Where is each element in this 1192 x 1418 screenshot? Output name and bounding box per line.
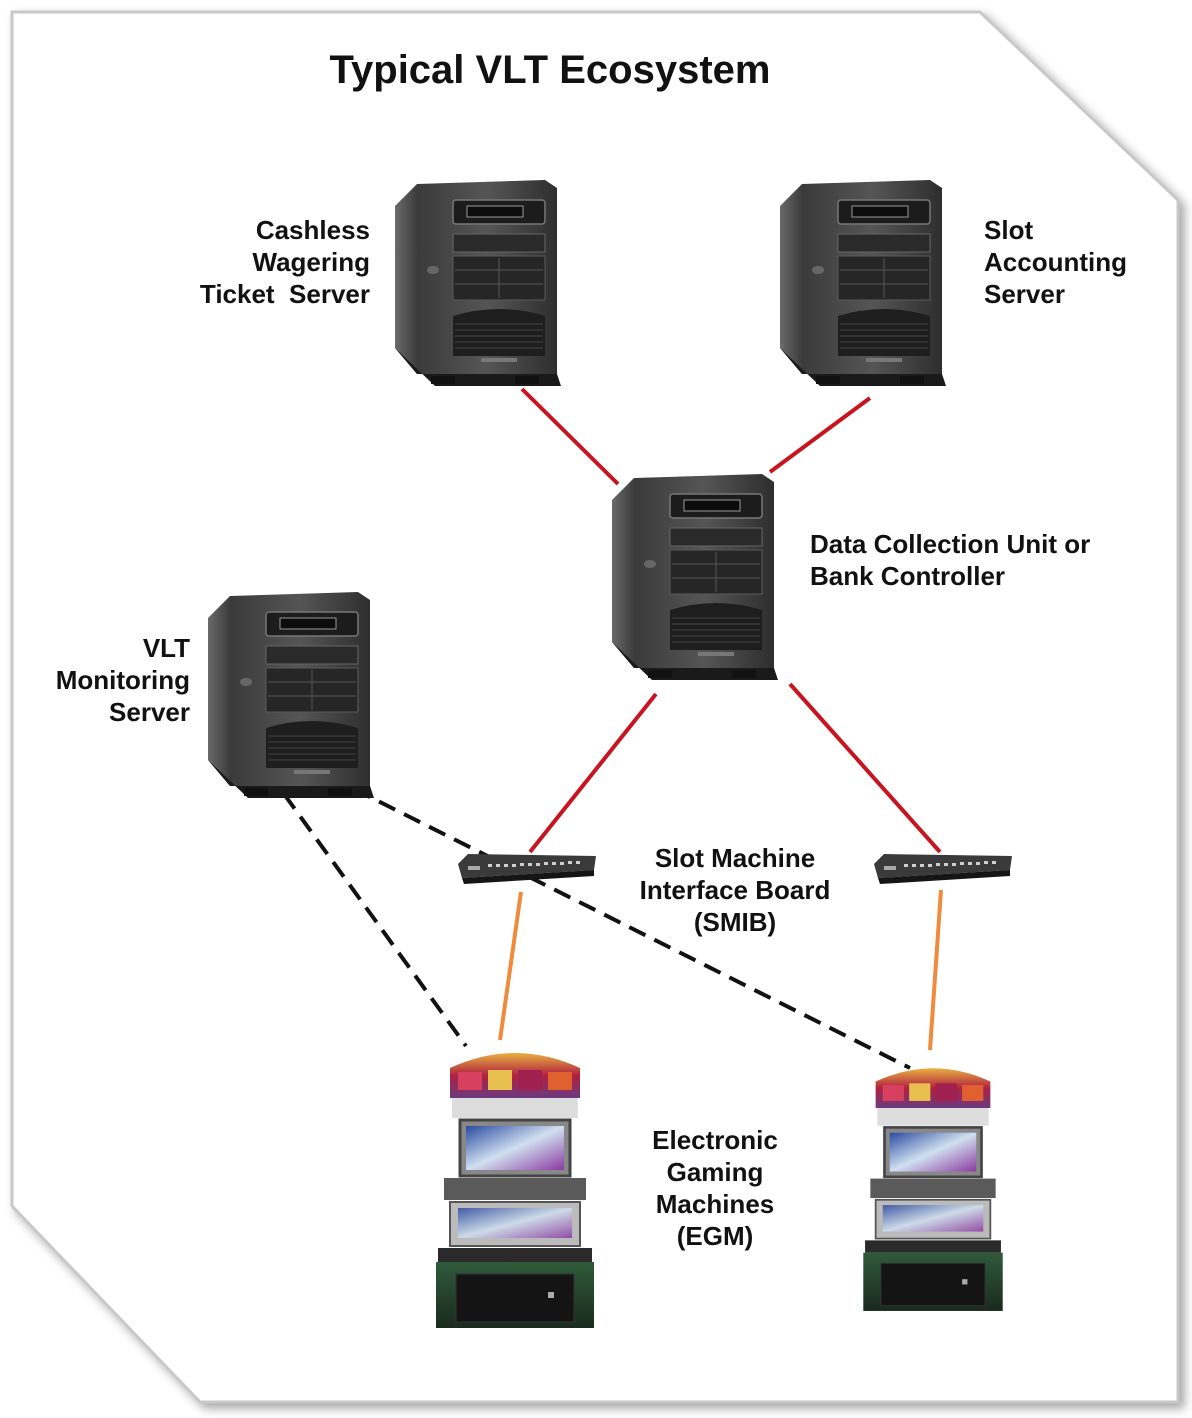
link-dcu-to-smib-right bbox=[788, 682, 942, 854]
label-line: Bank Controller bbox=[810, 561, 1006, 591]
label-line: VLT bbox=[142, 633, 190, 663]
label-line: Wagering bbox=[252, 247, 370, 277]
label-line: Monitoring bbox=[55, 665, 190, 695]
label-line: Electronic bbox=[652, 1125, 778, 1155]
egm-label: Electronic Gaming Machines (EGM) bbox=[620, 1124, 810, 1252]
data-collection-unit-icon bbox=[612, 473, 779, 681]
vlt-monitoring-server-icon bbox=[208, 591, 375, 799]
data-collection-unit-label: Data Collection Unit or Bank Controller bbox=[810, 528, 1090, 592]
link-dcu-to-smib-left bbox=[528, 692, 658, 854]
label-line: Server bbox=[109, 697, 190, 727]
vlt-monitoring-server-label: VLT Monitoring Server bbox=[56, 632, 190, 728]
egm-right-icon bbox=[861, 1066, 1005, 1313]
label-line: (SMIB) bbox=[693, 907, 777, 937]
label-line: Slot Machine bbox=[654, 843, 816, 873]
label-line: Data Collection Unit or bbox=[810, 529, 1091, 559]
label-line: Interface Board bbox=[639, 875, 831, 905]
slot-accounting-server-label: Slot Accounting Server bbox=[984, 214, 1127, 310]
link-monitoring-to-egm-left bbox=[282, 792, 468, 1048]
link-smib-left-to-egm bbox=[498, 891, 523, 1041]
slot-accounting-server-icon bbox=[780, 179, 947, 387]
label-line: Ticket Server bbox=[199, 279, 370, 309]
link-monitoring-to-egm-right bbox=[353, 787, 911, 1070]
label-line: Cashless bbox=[255, 215, 370, 245]
label-line: Slot bbox=[984, 215, 1034, 245]
label-line: Gaming bbox=[666, 1157, 764, 1187]
label-line: Accounting bbox=[984, 247, 1127, 277]
diagram-title: Typical VLT Ecosystem bbox=[329, 48, 771, 92]
cashless-server-icon bbox=[395, 179, 562, 387]
label-line: Server bbox=[984, 279, 1065, 309]
smib-label: Slot Machine Interface Board (SMIB) bbox=[620, 842, 850, 938]
link-accounting-to-dcu bbox=[768, 396, 872, 474]
label-line: Machines bbox=[655, 1189, 775, 1219]
link-smib-right-to-egm bbox=[928, 889, 943, 1051]
cashless-server-label: Cashless Wagering Ticket Server bbox=[200, 214, 370, 310]
link-cashless-to-dcu bbox=[520, 387, 620, 486]
egm-left-icon bbox=[434, 1051, 596, 1328]
label-line: (EGM) bbox=[676, 1221, 754, 1251]
